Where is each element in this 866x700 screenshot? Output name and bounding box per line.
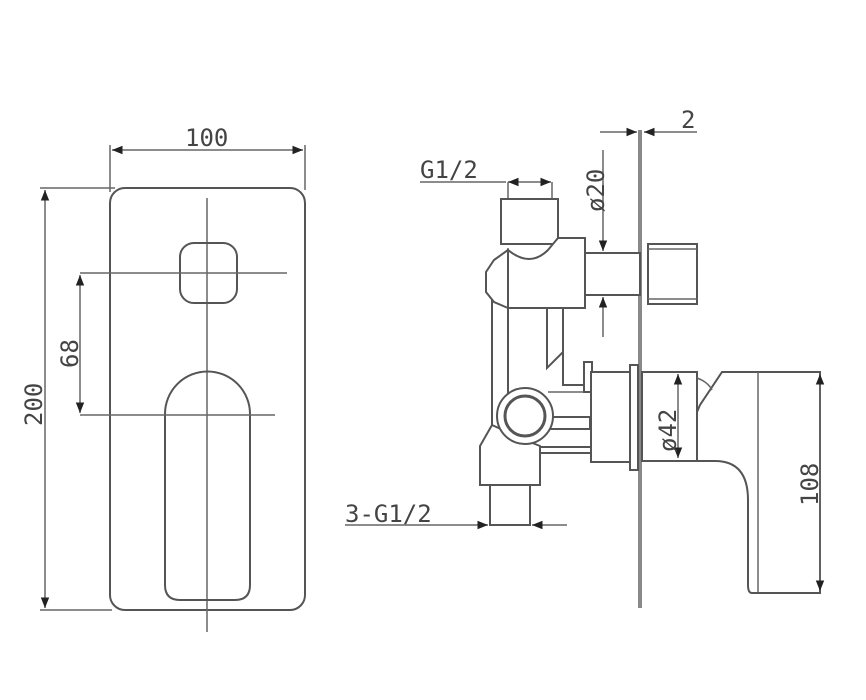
wall-thickness-label: 2: [681, 106, 695, 134]
upper-body: [507, 237, 586, 309]
front-view: 100 200 68: [20, 124, 306, 632]
connector-pipe: [539, 446, 593, 454]
stem-diameter-label: ø20: [582, 169, 610, 212]
height-dim-label: 200: [20, 383, 48, 426]
width-dim-label: 100: [185, 124, 228, 152]
mixer-lever: [164, 370, 251, 601]
cartridge-body: [590, 371, 631, 463]
wall-flange: [629, 364, 639, 471]
top-thread-label: G1/2: [420, 156, 478, 184]
cartridge-diameter-label: ø42: [654, 409, 682, 452]
bottom-inlet-pipe: [489, 484, 531, 526]
side-view: 2 G1/2 3-G1/2: [345, 106, 825, 608]
offset-dim-label: 68: [56, 339, 84, 368]
diverter-nut: [647, 243, 698, 305]
top-inlet-pipe: [500, 198, 559, 245]
outlet-ring-inner: [503, 394, 547, 438]
connector-pipe: [549, 416, 591, 430]
upper-body-cap: [485, 248, 509, 310]
diverter-stem: [584, 252, 641, 296]
handle-height-label: 108: [796, 463, 824, 506]
handle-curve: [696, 377, 713, 391]
bottom-thread-label: 3-G1/2: [345, 500, 432, 528]
